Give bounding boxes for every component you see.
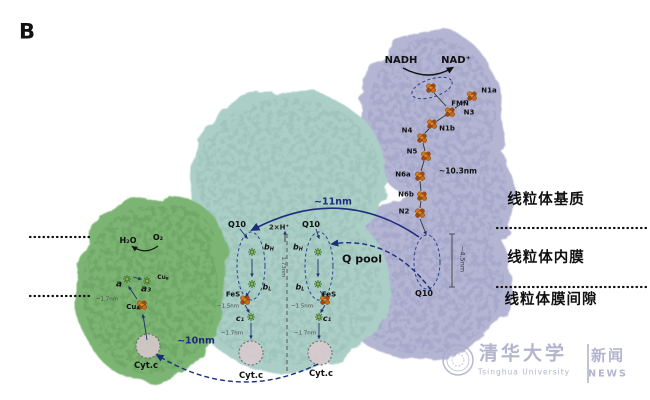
heme-bl-right-label: bL [295, 282, 305, 293]
cytc-distance-right-label: ~1.7nm [293, 330, 317, 337]
fes-distance-left-label: ~1.5nm [216, 303, 240, 310]
oxygen-reduction-arrow [131, 245, 159, 252]
cytc-shuttle-distance-label: ~10nm [177, 335, 215, 347]
q10-depth-bracket [449, 233, 455, 288]
tsinghua-logo [442, 344, 474, 376]
cytc-complex3-right-circle [307, 340, 333, 366]
complex1-arm-length-label: ~10.3nm [439, 166, 477, 176]
q10-site-complex1-ellipse [413, 234, 441, 290]
heme-distance-label: 1.73nm [279, 256, 286, 278]
q10-channel-arrow [250, 207, 420, 238]
complex3-electron-arrows [239, 228, 326, 340]
q10-depth-label: ~4.5nm [458, 245, 467, 273]
nadh-label: NADH [384, 55, 418, 66]
cluster-n5-label: N5 [406, 147, 418, 156]
cytc-complex4-circle [135, 333, 161, 359]
cytc-complex3-left-circle [238, 340, 264, 366]
watermark-news-cn: 新闻 [590, 346, 626, 365]
fes-left-label: FeS [225, 290, 241, 299]
membrane-boundaries [28, 226, 650, 298]
cua-label: CuA [126, 302, 140, 312]
watermark-university-en: Tsinghua University [477, 367, 571, 377]
nadh-oxidation-arrow [402, 66, 455, 76]
q10-site-complex3-left-ellipse [236, 231, 266, 301]
q-pool-label: Q pool [342, 252, 382, 266]
water-label: H₂O [119, 236, 137, 245]
cluster-n3-icon [445, 107, 455, 117]
complex4-blob [74, 197, 226, 382]
watermark-university-cn: 清华大学 [478, 342, 568, 365]
fmn-label: FMN [451, 99, 469, 108]
q10-complex1-label: Q10 [415, 289, 433, 298]
cluster-n2-icon [415, 208, 425, 218]
cluster-n1b-label: N1b [439, 124, 455, 133]
q10-complex3-left-label: Q10 [228, 220, 246, 229]
fes-right-label: FeS [321, 290, 337, 299]
fes-distance-right-label: ~1.5nm [290, 303, 314, 310]
cytc-complex4-label: Cyt.c [133, 360, 159, 371]
cluster-n6b-label: N6b [398, 190, 414, 199]
cytc-shuttle-arrow [155, 354, 319, 383]
heme-c1-left-label: c₁ [235, 314, 245, 323]
fmn-cofactor-icon [426, 83, 436, 93]
q10-complex3-right-label: Q10 [302, 220, 320, 229]
cluster-n4-icon [417, 133, 427, 143]
cluster-n3-label: N3 [463, 108, 475, 117]
matrix-label: 线粒体基质 [507, 191, 585, 208]
heme-bh-left-label: bH [264, 242, 274, 253]
watermark-news-en: NEWS [588, 368, 628, 380]
cytc-complex3-right-label: Cyt.c [308, 368, 334, 379]
complex4-electron-arrows [128, 276, 148, 341]
cytc-complex3-left-label: Cyt.c [238, 370, 264, 381]
cluster-n6a-icon [415, 171, 425, 181]
heme-a-label: a [115, 279, 123, 290]
cytc-distance-left-label: ~1.7nm [220, 330, 244, 337]
cluster-n1a-label: N1a [481, 86, 497, 95]
nad-label: NAD⁺ [441, 55, 471, 66]
cluster-n1b-icon [427, 119, 437, 129]
heme-a3-label: a₃ [140, 284, 152, 295]
protons-label: 2×H⁺ [268, 223, 290, 232]
cluster-n6a-label: N6a [395, 170, 411, 179]
heme-c1-right-label: c₁ [322, 314, 332, 323]
complex1-fes-chain [415, 83, 477, 236]
oxygen-label: O₂ [152, 233, 164, 242]
inner-membrane-label: 线粒体内膜 [507, 249, 585, 266]
complex3-blob [186, 90, 390, 373]
intermembrane-space-label: 线粒体膜间隙 [504, 291, 598, 308]
panel-label: B [18, 19, 36, 44]
q10-site-complex3-right-ellipse [304, 231, 334, 301]
q-channel-distance-label: ~11nm [314, 196, 352, 208]
cytc-sites [135, 333, 333, 366]
cua-distance-label: ~1.7nm [95, 296, 119, 303]
heme-bh-right-label: bH [293, 242, 303, 253]
cluster-n5-icon [421, 151, 431, 161]
q-pool-exchange-arrow [330, 239, 432, 291]
cluster-n2-label: N2 [398, 207, 410, 216]
cluster-n6b-icon [417, 191, 427, 201]
cluster-n4-label: N4 [401, 126, 413, 135]
heme-bl-left-label: bL [262, 282, 272, 293]
cub-label: CuB [157, 273, 169, 281]
fmn-site-ellipse [411, 76, 453, 100]
